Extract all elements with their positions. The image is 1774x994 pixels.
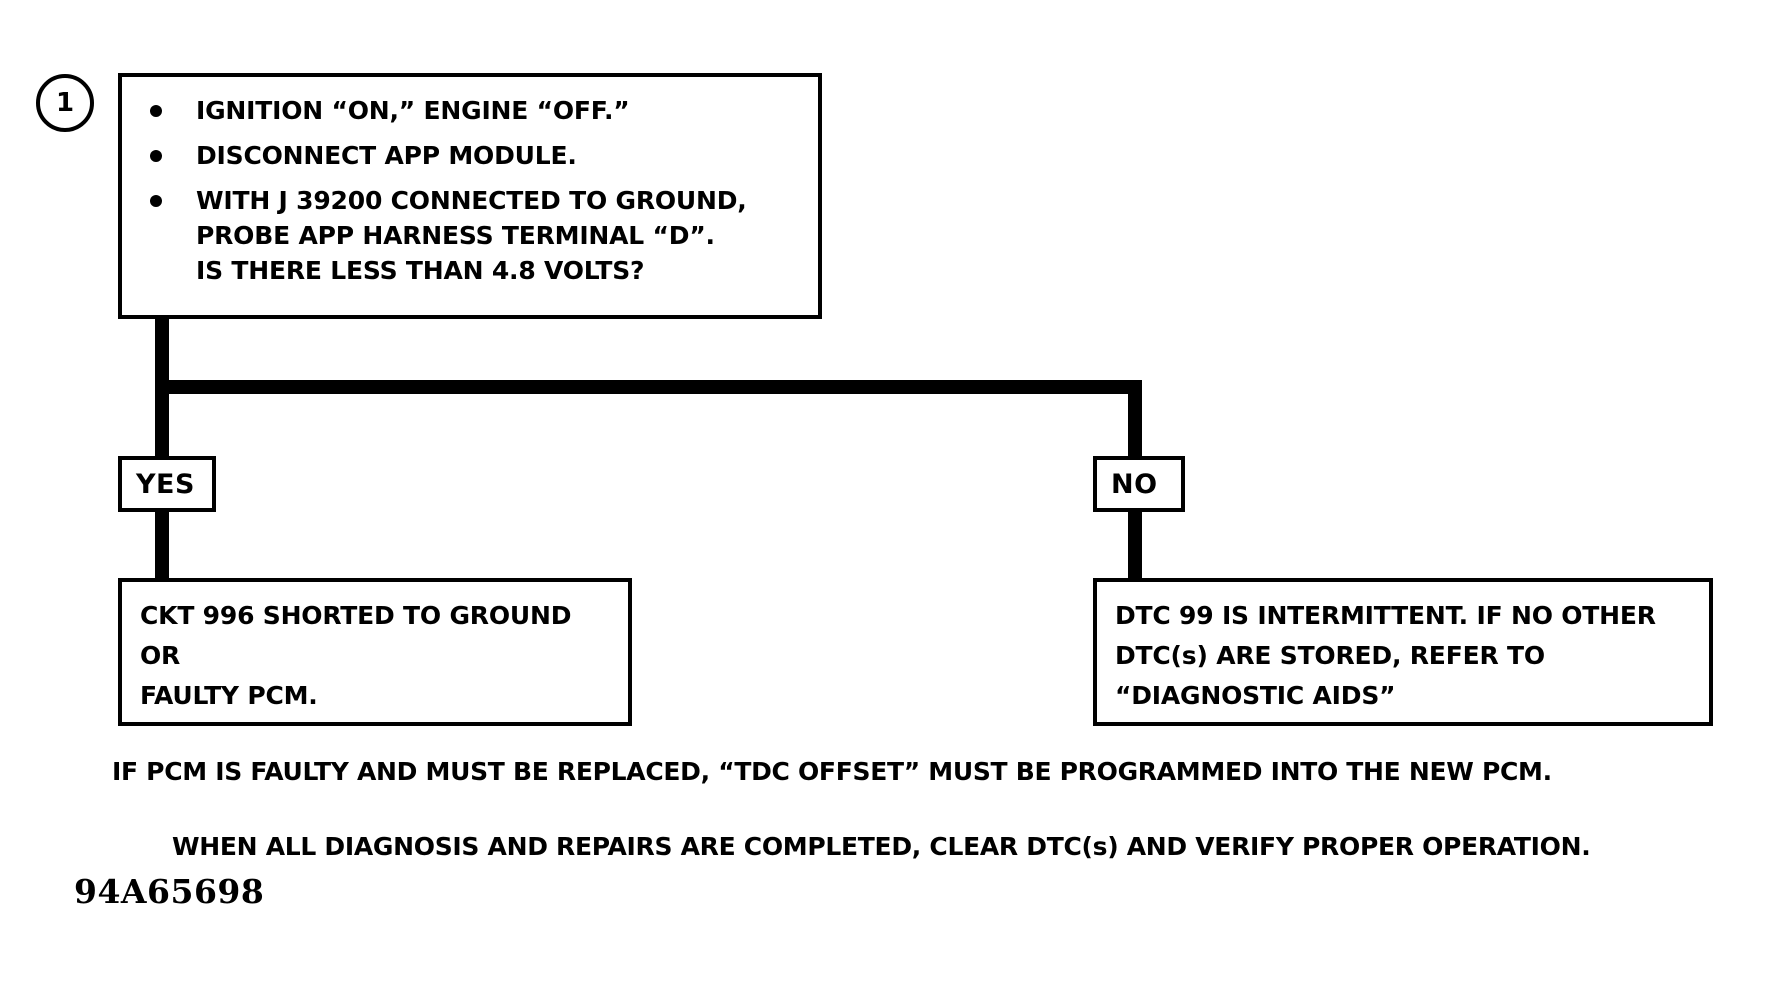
footer-note-clear-dtc: WHEN ALL DIAGNOSIS AND REPAIRS ARE COMPL… xyxy=(172,832,1591,861)
document-id-label: 94A65698 xyxy=(74,872,265,911)
bullet-dot-icon xyxy=(150,195,162,207)
branch-label-yes: YES xyxy=(118,456,216,512)
question-box: IGNITION “ON,” ENGINE “OFF.” DISCONNECT … xyxy=(118,73,822,319)
result-box-yes-text: CKT 996 SHORTED TO GROUND OR FAULTY PCM. xyxy=(140,601,572,710)
connector-yes-to-result xyxy=(155,506,169,582)
instruction-text-3: WITH J 39200 CONNECTED TO GROUND, PROBE … xyxy=(196,186,747,285)
list-item: DISCONNECT APP MODULE. xyxy=(138,138,808,173)
connector-drop-no xyxy=(1128,380,1142,462)
result-box-no: DTC 99 IS INTERMITTENT. IF NO OTHER DTC(… xyxy=(1093,578,1713,726)
connector-no-to-result xyxy=(1128,506,1142,582)
result-box-no-text: DTC 99 IS INTERMITTENT. IF NO OTHER DTC(… xyxy=(1115,601,1656,710)
bullet-dot-icon xyxy=(150,150,162,162)
list-item: WITH J 39200 CONNECTED TO GROUND, PROBE … xyxy=(138,183,808,288)
instruction-bullet-list: IGNITION “ON,” ENGINE “OFF.” DISCONNECT … xyxy=(138,93,808,288)
branch-label-yes-text: YES xyxy=(136,468,195,500)
connector-horizontal-bus xyxy=(155,380,1142,394)
result-box-yes: CKT 996 SHORTED TO GROUND OR FAULTY PCM. xyxy=(118,578,632,726)
branch-label-no: NO xyxy=(1093,456,1185,512)
step-number-label: 1 xyxy=(55,88,75,118)
connector-stem xyxy=(155,317,169,392)
connector-drop-yes xyxy=(155,380,169,462)
footer-note-pcm-replacement: IF PCM IS FAULTY AND MUST BE REPLACED, “… xyxy=(112,757,1552,786)
branch-label-no-text: NO xyxy=(1111,468,1158,500)
bullet-dot-icon xyxy=(150,105,162,117)
step-number-circle: 1 xyxy=(36,74,94,132)
instruction-text-2: DISCONNECT APP MODULE. xyxy=(196,141,577,170)
list-item: IGNITION “ON,” ENGINE “OFF.” xyxy=(138,93,808,128)
instruction-text-1: IGNITION “ON,” ENGINE “OFF.” xyxy=(196,96,630,125)
